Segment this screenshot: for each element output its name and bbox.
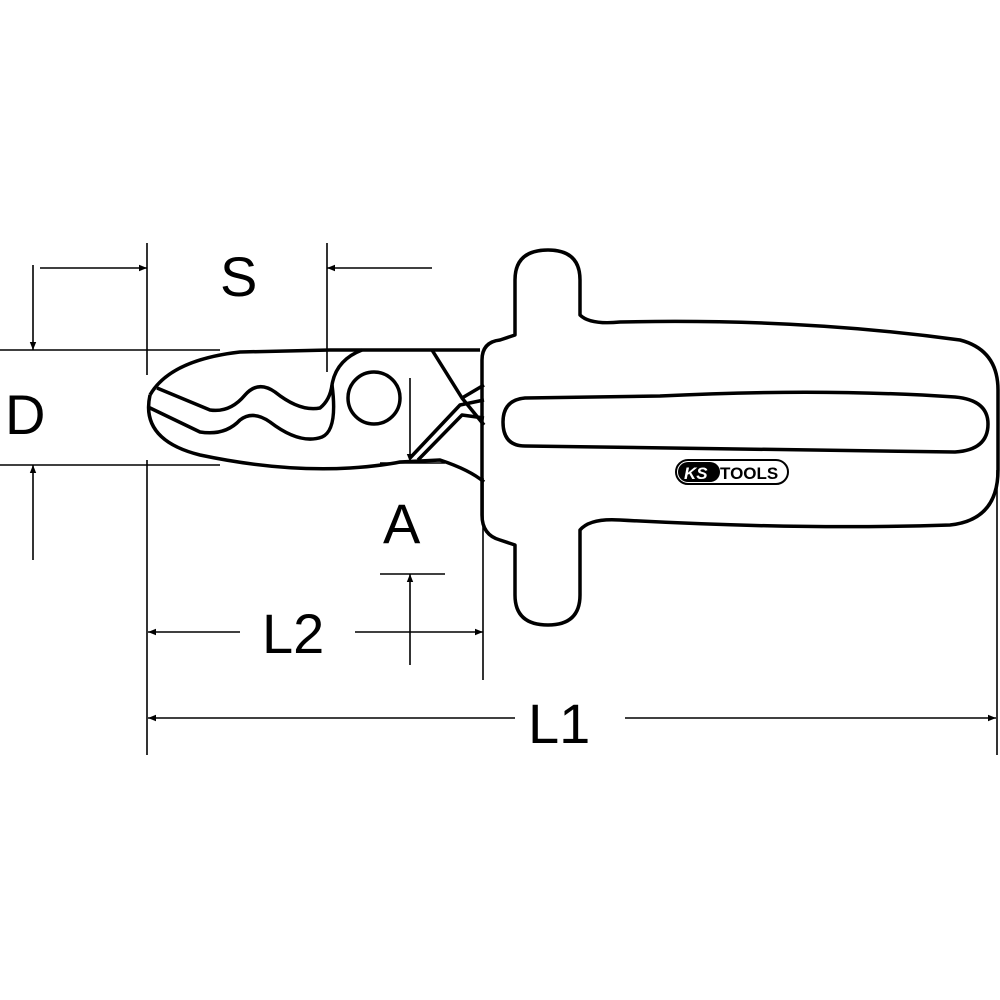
label-a: A <box>383 492 421 555</box>
label-d: D <box>5 383 45 446</box>
label-l2: L2 <box>262 602 324 665</box>
ks-tools-logo: KS TOOLS <box>675 459 789 485</box>
dimension-lines <box>0 243 998 755</box>
label-s: S <box>220 245 257 308</box>
svg-text:TOOLS: TOOLS <box>720 464 778 483</box>
svg-text:KS: KS <box>684 464 708 483</box>
jaw <box>146 348 486 484</box>
handle <box>480 248 1000 627</box>
label-l1: L1 <box>528 692 590 755</box>
